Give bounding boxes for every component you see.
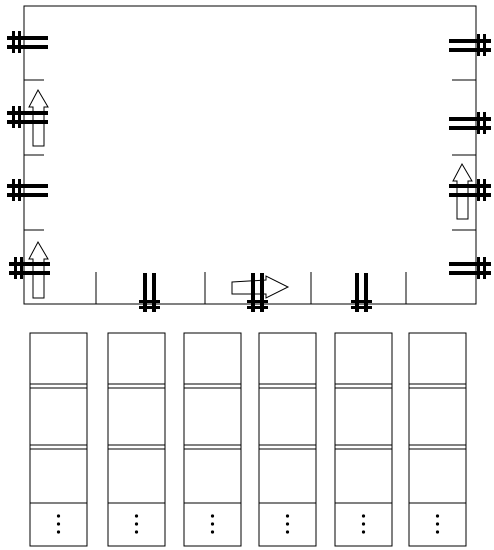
ellipsis-dot [285,530,290,534]
ellipsis-dot [210,522,215,526]
column-2 [107,332,166,547]
column-frame [408,332,467,547]
double-bar-marker-icon [7,179,48,201]
ellipsis-dot [210,530,215,534]
double-bar-marker-icon [449,34,491,56]
left-arrow-2 [28,240,49,299]
column-frame [107,332,166,547]
arrow-marker-icon [452,162,473,220]
ellipsis-dot [56,530,61,534]
bottom-edge-ticks [95,272,407,304]
ellipsis-icon [361,514,366,534]
column-frame [183,332,242,547]
arrow-marker-icon [28,88,49,147]
ellipsis-dot [435,522,440,526]
ellipsis-icon [56,514,61,534]
ellipsis-dot [134,514,139,518]
arrow-marker-icon [28,240,49,299]
column-1 [29,332,88,547]
column-3 [183,332,242,547]
ellipsis-icon [435,514,440,534]
ellipsis-icon [210,514,215,534]
ellipsis-icon [285,514,290,534]
top-panel [7,5,491,312]
double-bar-marker-icon [139,273,160,312]
ellipsis-dot [134,530,139,534]
columns-area [29,332,467,547]
column-4 [258,332,317,547]
right-arrow-1 [452,162,473,220]
ellipsis-dot [435,530,440,534]
column-6 [408,332,467,547]
column-frame [29,332,88,547]
ellipsis-dot [134,522,139,526]
ellipsis-icon [134,514,139,534]
ellipsis-dot [435,514,440,518]
left-edge-ticks [24,79,44,231]
ellipsis-dot [56,514,61,518]
ellipsis-dot [361,514,366,518]
double-bar-marker-icon [7,106,48,128]
right-edge-ticks [452,79,476,231]
double-bar-marker-icon [351,273,372,312]
double-bar-marker-icon [247,273,268,312]
ellipsis-dot [56,522,61,526]
left-markers [7,31,50,279]
bottom-markers [139,273,372,312]
ellipsis-dot [285,522,290,526]
double-bar-marker-icon [449,257,491,279]
double-bar-marker-icon [449,179,491,201]
top-panel-frame [23,5,477,305]
right-markers [449,34,491,279]
double-bar-marker-icon [9,257,50,279]
column-5 [334,332,393,547]
column-frame [334,332,393,547]
ellipsis-dot [285,514,290,518]
column-frame [258,332,317,547]
ellipsis-dot [210,514,215,518]
ellipsis-dot [361,522,366,526]
double-bar-marker-icon [449,112,491,134]
left-arrow-1 [28,88,49,147]
ellipsis-dot [361,530,366,534]
double-bar-marker-icon [7,31,48,53]
